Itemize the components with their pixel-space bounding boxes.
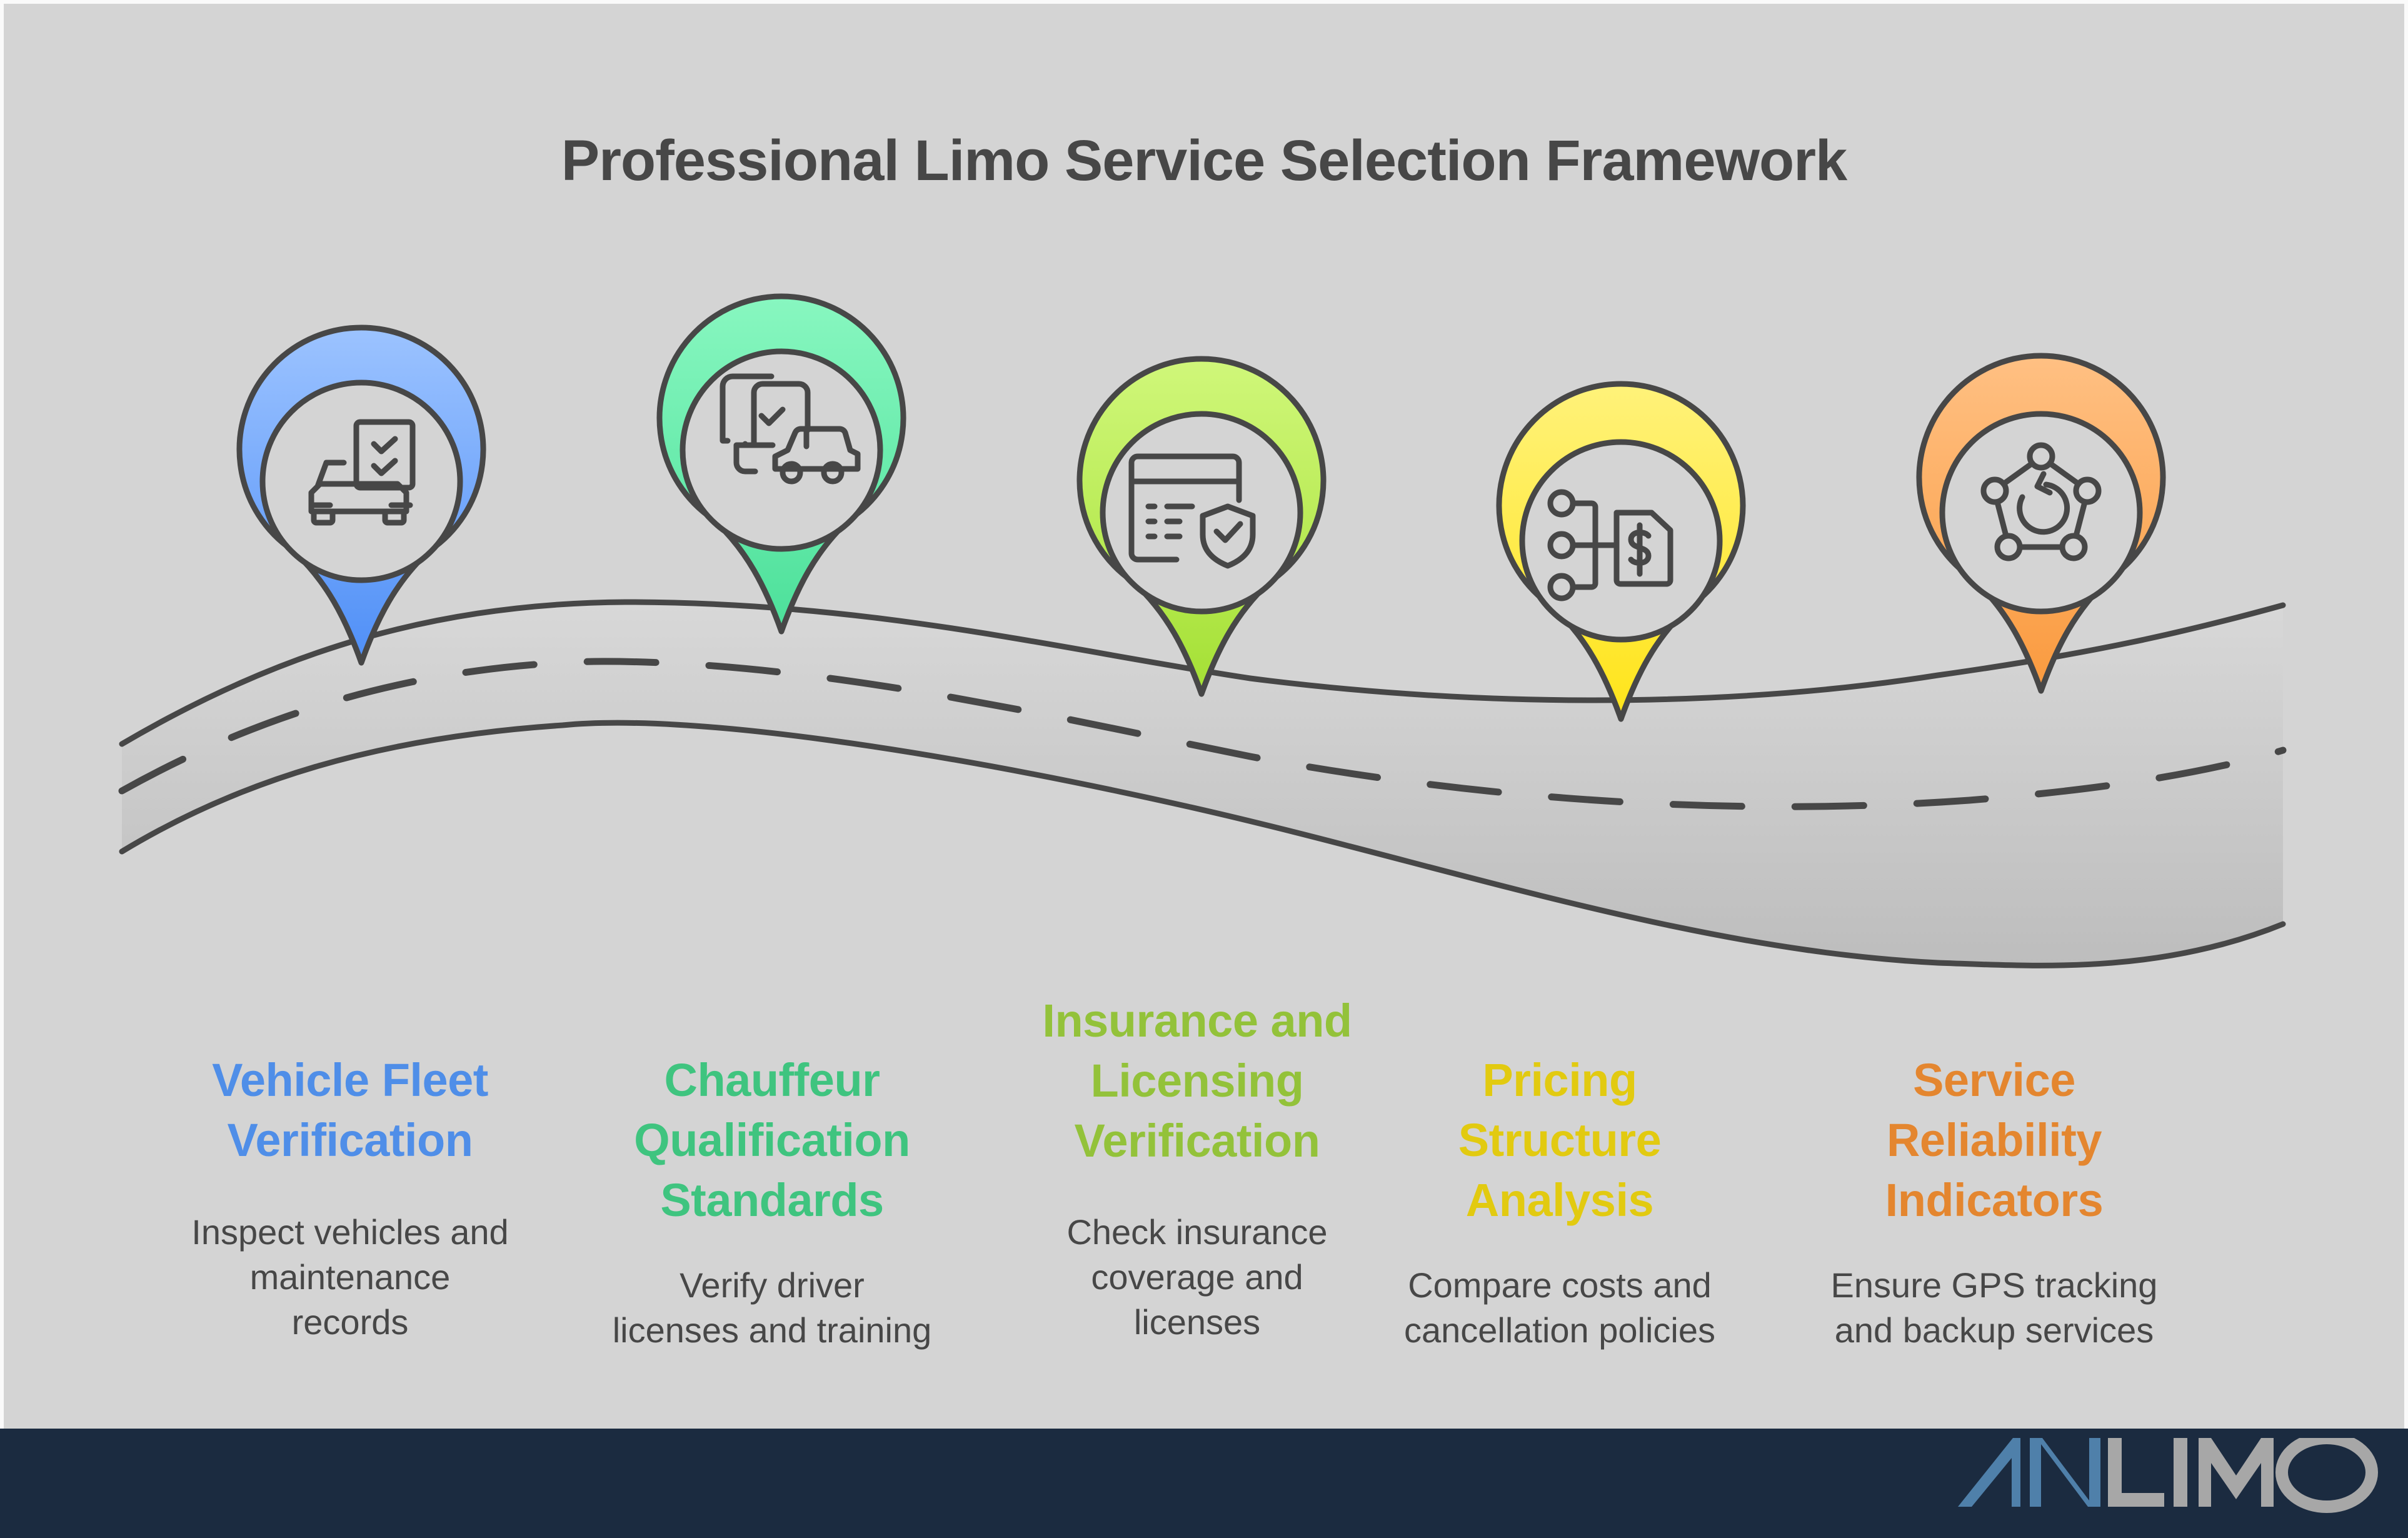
step-description-line: Ensure GPS tracking (1830, 1265, 2158, 1305)
step-description-line: Verify driver (680, 1265, 865, 1305)
logo-letter-i (2174, 1438, 2187, 1507)
road-edge-bottom (119, 720, 2286, 968)
car-checklist-icon (308, 419, 416, 526)
location-pin (1916, 353, 2166, 694)
road (118, 599, 2287, 968)
step-heading-line: Qualification (634, 1114, 910, 1166)
step-heading-line: Vehicle Fleet (212, 1054, 488, 1106)
logo-letter-l (2108, 1438, 2164, 1507)
page-title: Professional Limo Service Selection Fram… (561, 129, 1847, 193)
logo-accent (1958, 1438, 2100, 1507)
step-heading-line: Verification (227, 1114, 473, 1166)
pin-inner-circle (1939, 411, 2143, 615)
price-structure-icon (1547, 489, 1673, 601)
step-heading-line: Standards (660, 1174, 884, 1226)
location-pin (1076, 356, 1327, 697)
logo-letter-o (2275, 1438, 2378, 1513)
step-description: Check insurance coverage and licenses (997, 1210, 1397, 1345)
location-pin (236, 324, 486, 666)
step-description-line: licenses (1133, 1302, 1261, 1342)
logo-letter-n (2030, 1438, 2100, 1507)
road-edge-top (119, 599, 2286, 747)
location-pin (1496, 381, 1746, 722)
driver-license-car-icon (720, 373, 861, 485)
step-heading-line: Pricing (1482, 1054, 1637, 1106)
step-heading-line: Reliability (1886, 1114, 2102, 1166)
step-description-line: coverage and (1091, 1257, 1303, 1297)
step-description-line: maintenance (249, 1257, 451, 1297)
step-heading-line: Insurance and (1042, 995, 1352, 1047)
step-description-line: Compare costs and (1408, 1265, 1712, 1305)
road-diagram (118, 293, 2287, 968)
step-heading-line: Analysis (1465, 1174, 1654, 1226)
step-description: Verify driver licenses and training (572, 1263, 972, 1353)
network-refresh-icon (1980, 442, 2102, 561)
step-description-line: cancellation policies (1403, 1310, 1716, 1350)
step-heading-line: Indicators (1885, 1174, 2104, 1226)
road-surface (122, 602, 2283, 966)
step-heading-line: Chauffeur (664, 1054, 880, 1106)
step-heading-line: Service (1913, 1054, 2075, 1106)
step-description-line: and backup services (1834, 1310, 2154, 1350)
document-shield-icon (1128, 453, 1256, 569)
step-heading-line: Structure (1458, 1114, 1662, 1166)
anilimo-logo (1958, 1438, 2378, 1513)
road-center-line (118, 658, 2287, 810)
step-description: Inspect vehicles and maintenance records (150, 1210, 550, 1345)
logo-main (2108, 1438, 2378, 1513)
step-description-line: records (291, 1302, 409, 1342)
step-description: Ensure GPS tracking and backup services (1794, 1263, 2194, 1353)
step-description-line: Check insurance (1066, 1212, 1328, 1252)
logo-letter-a (1958, 1438, 2020, 1507)
step-heading-line: Licensing (1090, 1055, 1304, 1107)
step-description-line: Inspect vehicles and (191, 1212, 509, 1252)
step-heading-line: Verification (1074, 1115, 1320, 1167)
step-description-line: licenses and training (612, 1310, 932, 1350)
step-description: Compare costs and cancellation policies (1360, 1263, 1760, 1353)
logo-letter-m (2199, 1438, 2274, 1507)
location-pin (656, 293, 906, 635)
